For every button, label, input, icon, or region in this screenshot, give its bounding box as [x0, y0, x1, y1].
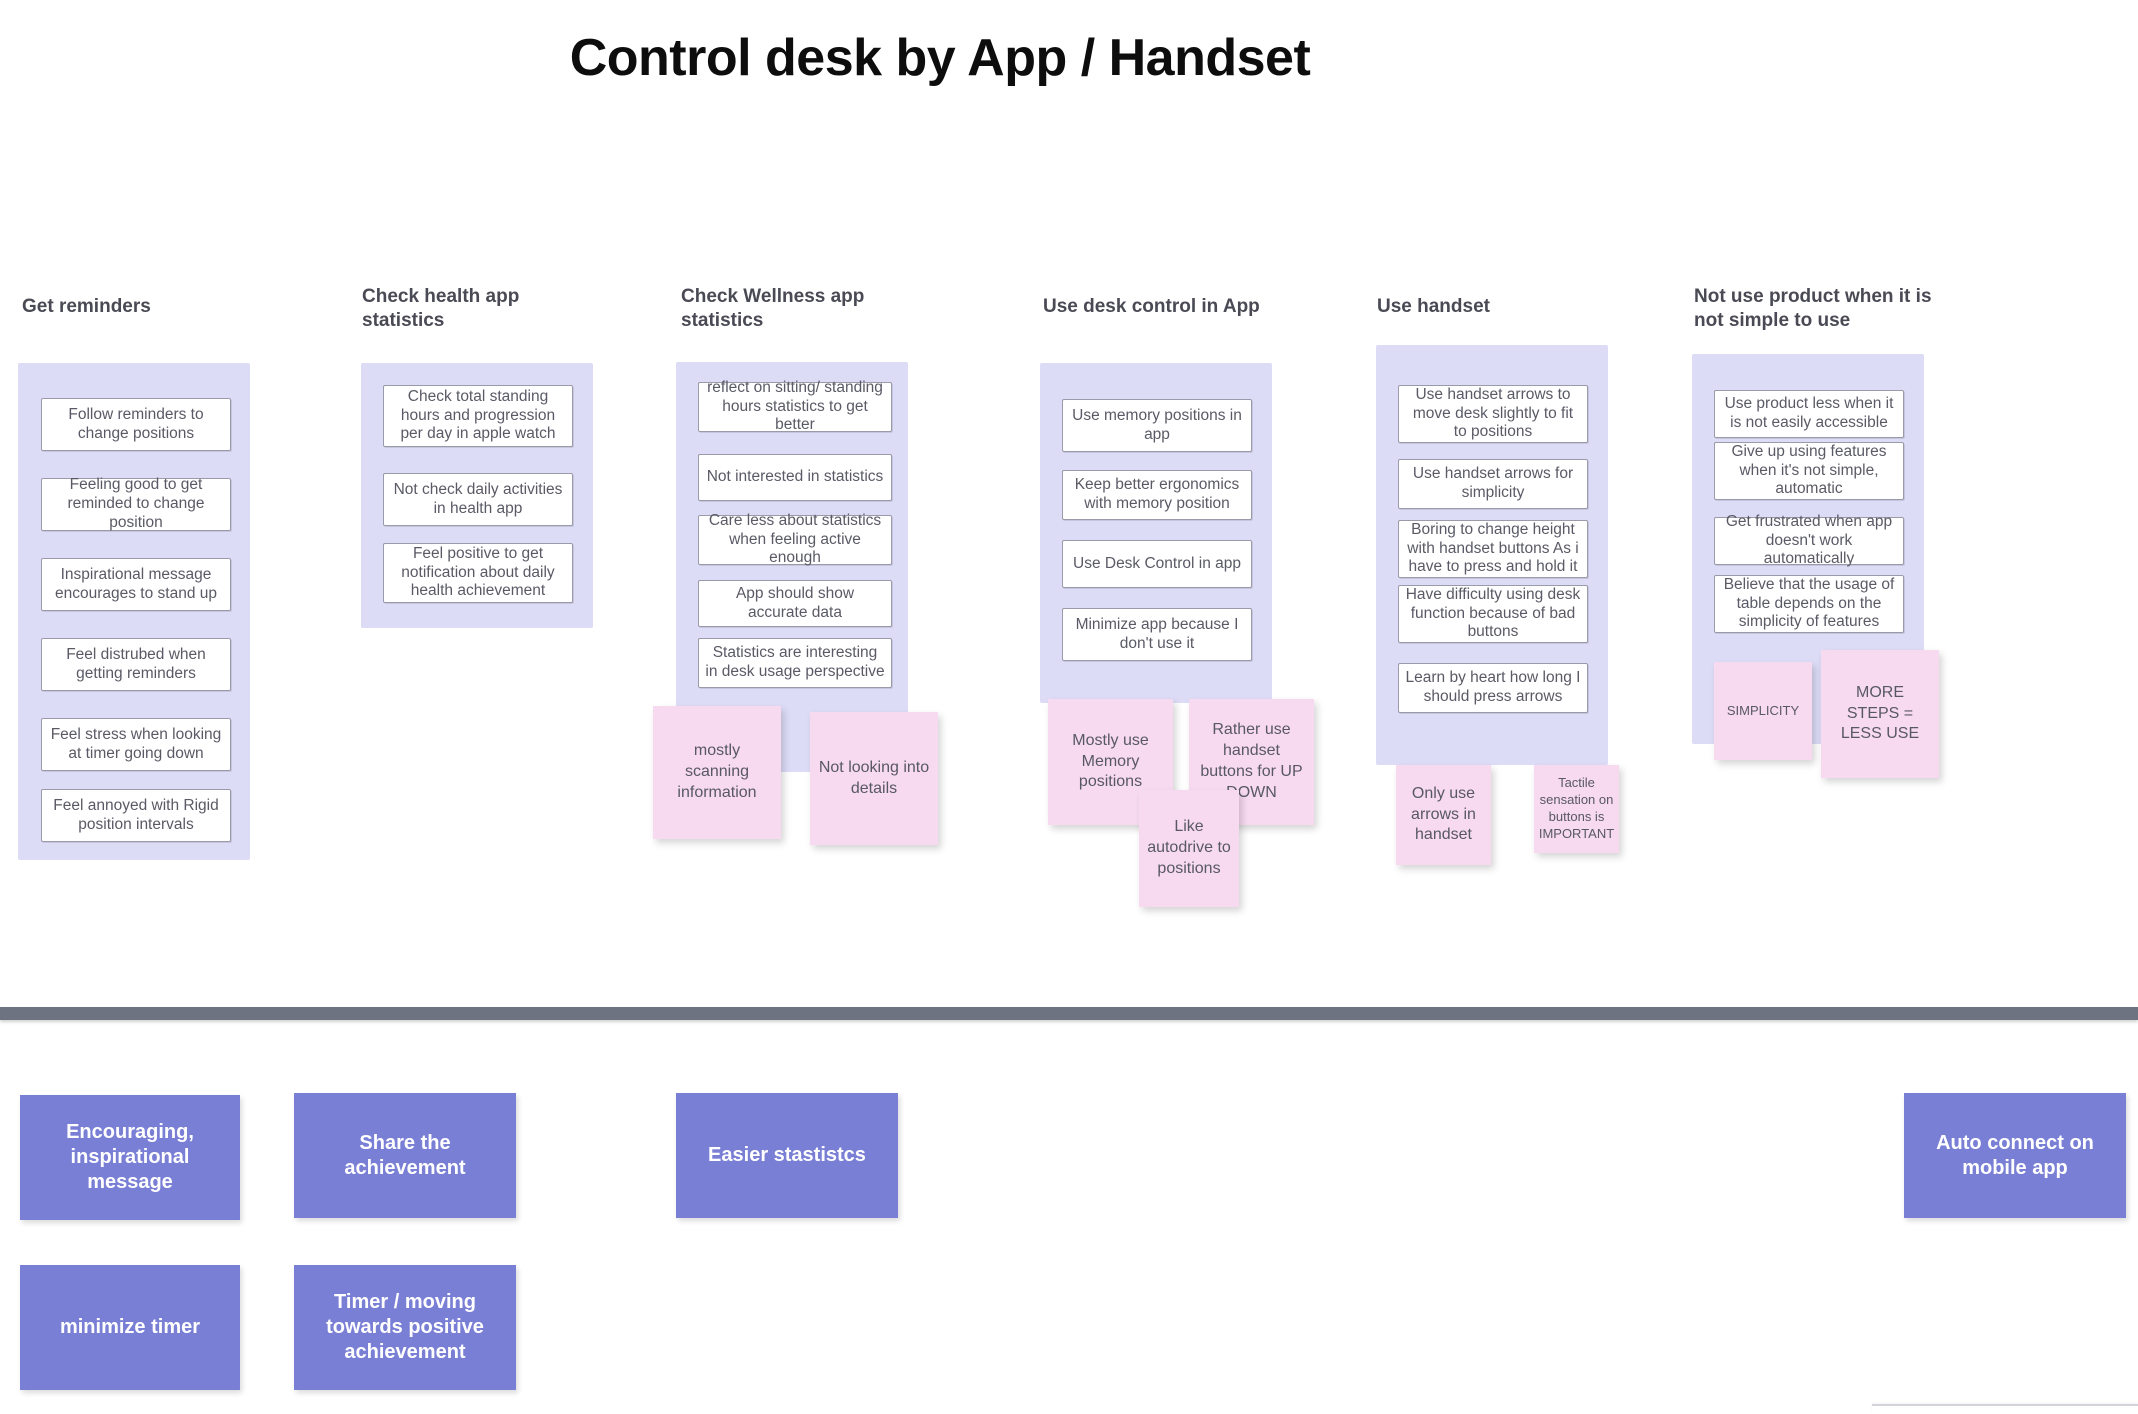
sticky-note[interactable]: Only use arrows in handset	[1396, 765, 1491, 865]
card[interactable]: App should show accurate data	[698, 580, 892, 627]
page-title: Control desk by App / Handset	[569, 29, 1311, 87]
card[interactable]: Give up using features when it's not sim…	[1714, 442, 1904, 500]
card[interactable]: Feeling good to get reminded to change p…	[41, 476, 231, 531]
card[interactable]: Feel positive to get notification about …	[383, 543, 573, 603]
card[interactable]: Not interested in statistics	[698, 454, 892, 501]
solution-box[interactable]: minimize timer	[20, 1265, 240, 1390]
card[interactable]: reflect on sitting/ standing hours stati…	[698, 379, 892, 433]
sticky-note[interactable]: SIMPLICITY	[1714, 662, 1812, 760]
section-divider	[0, 1007, 2138, 1020]
card[interactable]: Not check daily activities in health app	[383, 473, 573, 526]
sticky-note[interactable]: mostly scanning information	[653, 706, 781, 839]
sticky-note[interactable]: Rather use handset buttons for UP DOWN	[1189, 699, 1314, 825]
column-header-check-health-app-statistics: Check health app statistics	[362, 286, 520, 331]
card[interactable]: Have difficulty using desk function beca…	[1398, 585, 1588, 643]
sticky-note[interactable]: MORE STEPS = LESS USE	[1821, 650, 1939, 778]
bottom-edge-element	[1872, 1404, 2138, 1414]
column-header-not-use-product: Not use product when it is not simple to…	[1694, 286, 1932, 331]
card[interactable]: Learn by heart how long I should press a…	[1398, 663, 1588, 713]
solution-box[interactable]: Easier stastistcs	[676, 1093, 898, 1218]
solution-box[interactable]: Timer / moving towards positive achievem…	[294, 1265, 516, 1390]
card[interactable]: Statistics are interesting in desk usage…	[698, 638, 892, 688]
card[interactable]: Minimize app because I don't use it	[1062, 608, 1252, 661]
solution-box[interactable]: Auto connect on mobile app	[1904, 1093, 2126, 1218]
card[interactable]: Use Desk Control in app	[1062, 540, 1252, 588]
column-header-use-desk-control-in-app: Use desk control in App	[1043, 296, 1260, 317]
card[interactable]: Believe that the usage of table depends …	[1714, 575, 1904, 633]
card[interactable]: Feel stress when looking at timer going …	[41, 718, 231, 771]
solution-box[interactable]: Share the achievement	[294, 1093, 516, 1218]
card[interactable]: Use handset arrows to move desk slightly…	[1398, 385, 1588, 443]
card[interactable]: Use product less when it is not easily a…	[1714, 390, 1904, 438]
card[interactable]: Boring to change height with handset but…	[1398, 520, 1588, 578]
card[interactable]: Use handset arrows for simplicity	[1398, 459, 1588, 509]
sticky-note[interactable]: Tactile sensation on buttons is IMPORTAN…	[1534, 765, 1619, 853]
sticky-note[interactable]: Not looking into details	[810, 712, 938, 845]
card[interactable]: Care less about statistics when feeling …	[698, 512, 892, 566]
card[interactable]: Inspirational message encourages to stan…	[41, 558, 231, 611]
column-header-check-wellness-app-statistics: Check Wellness app statistics	[681, 286, 865, 331]
card[interactable]: Follow reminders to change positions	[41, 398, 231, 451]
column-header-use-handset: Use handset	[1377, 296, 1490, 317]
sticky-note[interactable]: Like autodrive to positions	[1139, 790, 1239, 907]
card[interactable]: Get frustrated when app doesn't work aut…	[1714, 513, 1904, 567]
card[interactable]: Feel annoyed with Rigid position interva…	[41, 789, 231, 842]
column-header-get-reminders: Get reminders	[22, 296, 151, 317]
card[interactable]: Feel distrubed when getting reminders	[41, 638, 231, 691]
solution-box[interactable]: Encouraging, inspirational message	[20, 1095, 240, 1220]
card[interactable]: Keep better ergonomics with memory posit…	[1062, 470, 1252, 520]
card[interactable]: Check total standing hours and progressi…	[383, 385, 573, 447]
card[interactable]: Use memory positions in app	[1062, 399, 1252, 452]
